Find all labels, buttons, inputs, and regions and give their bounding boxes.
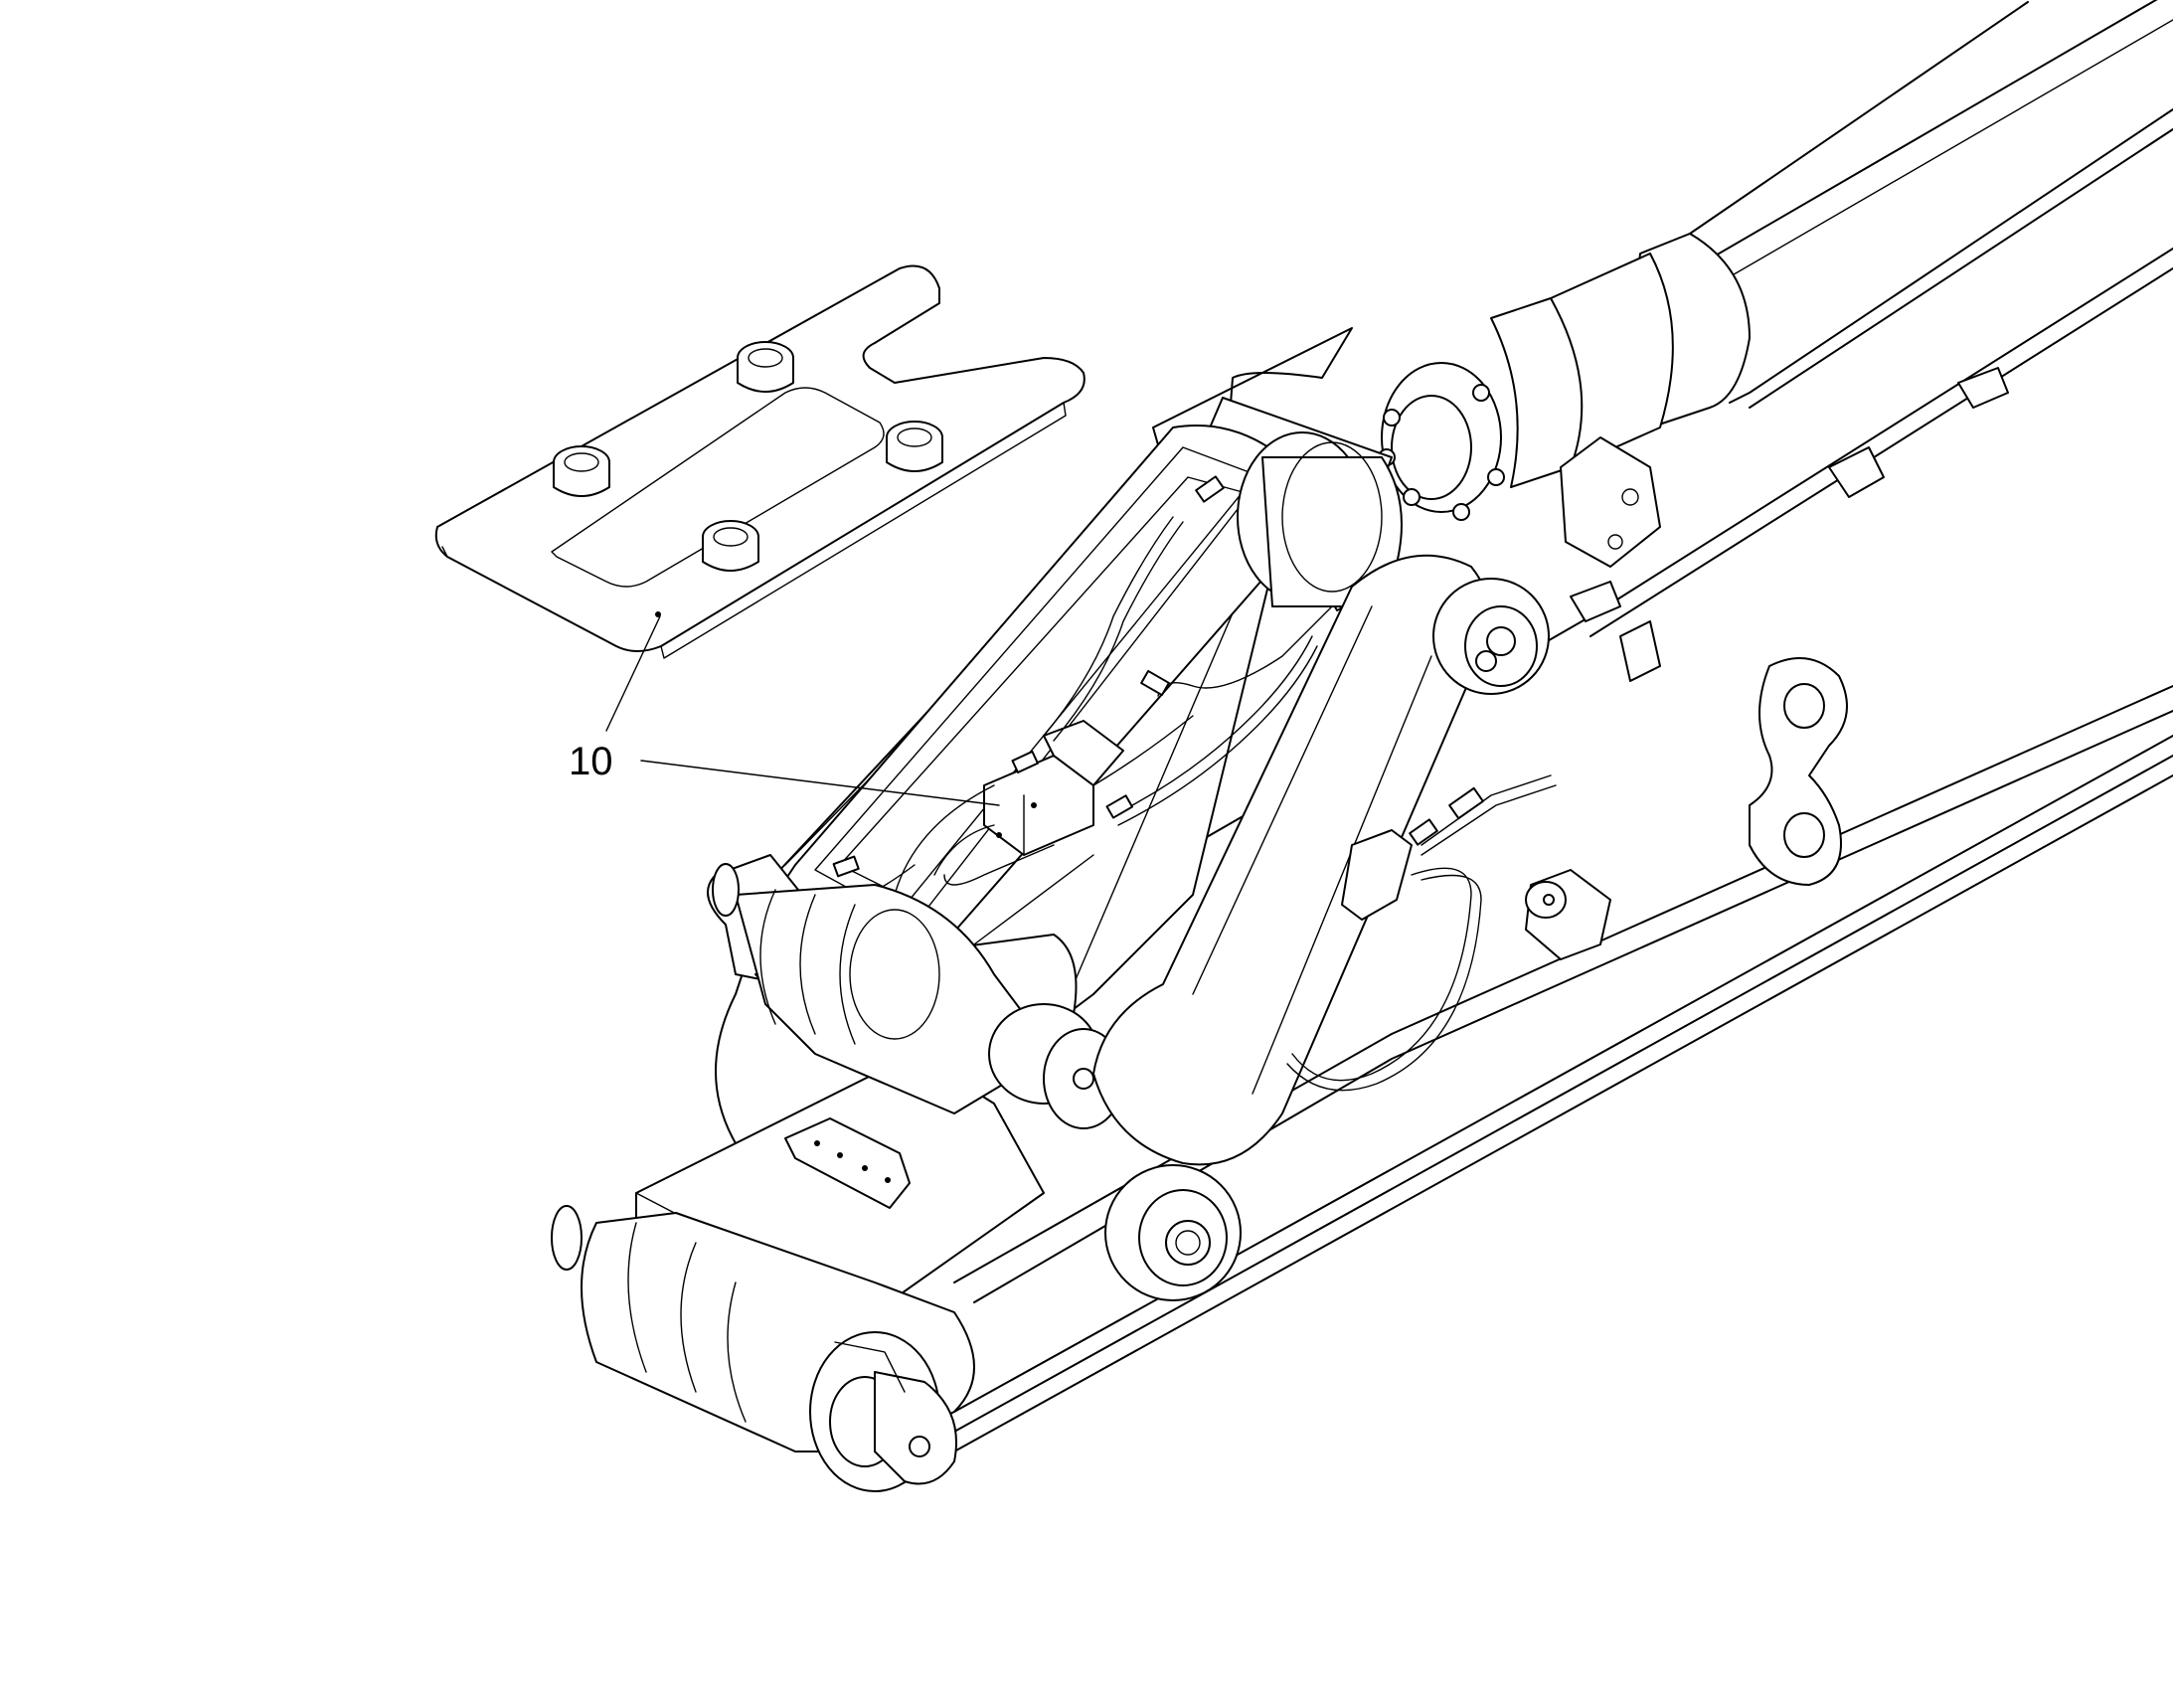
- callout-leader-plate: [605, 615, 661, 732]
- small-bushing: [1525, 869, 1611, 960]
- middle-roller: [712, 863, 1124, 1129]
- hydraulic-cylinder: [1378, 233, 1751, 568]
- callout-leader-valve: [640, 760, 1000, 806]
- bracket-plate: [1749, 657, 1848, 886]
- linkage-arm: [1092, 554, 1550, 1301]
- plate-boss: [702, 520, 759, 572]
- plate-boss: [737, 341, 794, 393]
- lower-roller: [551, 1205, 975, 1492]
- callout-label: 10: [569, 740, 613, 783]
- side-hose: [1286, 774, 1557, 1092]
- callout-10: 10: [569, 615, 1000, 806]
- rail-clamps: [1570, 367, 2009, 682]
- plate-boss: [886, 421, 943, 472]
- plate-boss: [553, 445, 610, 497]
- cover-plate: [434, 264, 1086, 659]
- upper-pin-roller: [1237, 431, 1403, 607]
